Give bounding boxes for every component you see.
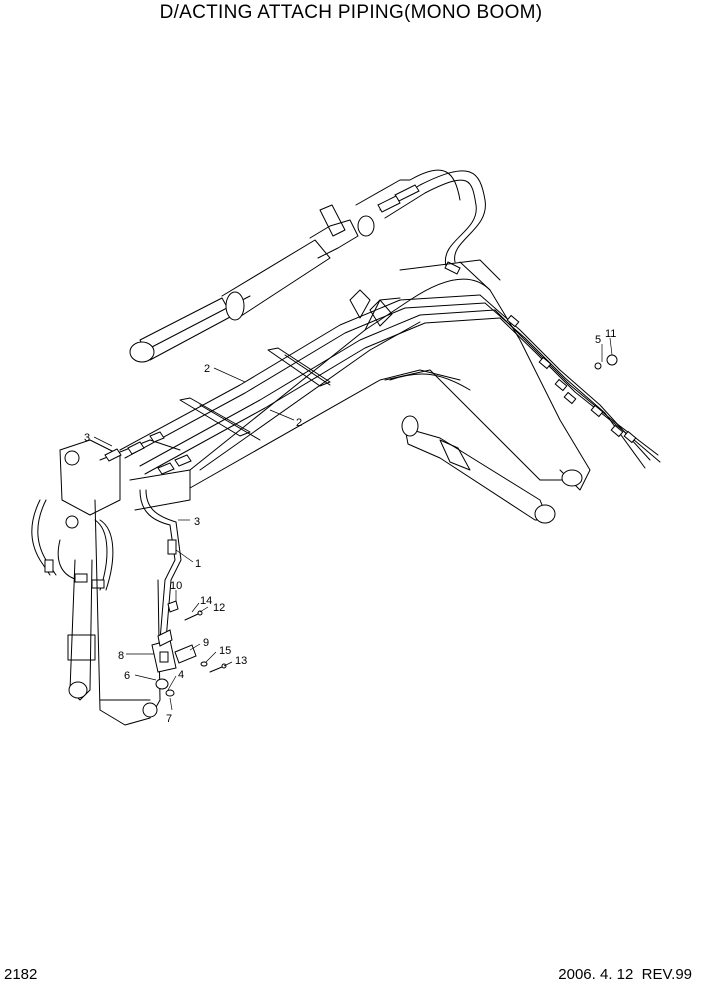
callout-2-lower: 2 bbox=[296, 417, 302, 429]
boom bbox=[189, 259, 591, 491]
lower-hoses bbox=[31, 489, 182, 641]
callout-8: 8 bbox=[118, 650, 124, 662]
boom-foot-fittings bbox=[59, 431, 192, 529]
revision-date: 2006. 4. 12 REV.99 bbox=[558, 966, 692, 983]
callout-11: 11 bbox=[605, 328, 616, 340]
callout-12: 12 bbox=[213, 602, 225, 614]
valve-block-assembly bbox=[151, 354, 618, 697]
callout-10: 10 bbox=[170, 580, 182, 592]
callout-labels: 2 2 3 3 1 10 14 12 8 9 15 13 6 4 7 5 11 bbox=[84, 328, 616, 725]
callout-15: 15 bbox=[219, 645, 231, 657]
callout-2-upper: 2 bbox=[204, 363, 210, 375]
callout-5: 5 bbox=[595, 334, 601, 346]
page-title: D/ACTING ATTACH PIPING(MONO BOOM) bbox=[159, 2, 543, 23]
arm-cylinder-hoses bbox=[355, 169, 491, 291]
arm-cylinder bbox=[129, 204, 375, 363]
leader-lines bbox=[93, 337, 613, 711]
callout-1: 1 bbox=[195, 558, 201, 570]
boom-pipes bbox=[119, 294, 661, 475]
page-number: 2182 bbox=[4, 966, 38, 983]
boom-cylinder bbox=[401, 415, 556, 524]
callout-7: 7 bbox=[166, 713, 172, 725]
callout-3-upper: 3 bbox=[84, 432, 90, 444]
callout-3-lower: 3 bbox=[194, 516, 200, 528]
callout-9: 9 bbox=[203, 637, 209, 649]
boom-lower-body bbox=[67, 499, 161, 726]
callout-6: 6 bbox=[124, 670, 130, 682]
callout-13: 13 bbox=[235, 655, 247, 667]
callout-14: 14 bbox=[200, 595, 212, 607]
callout-4: 4 bbox=[178, 669, 184, 681]
